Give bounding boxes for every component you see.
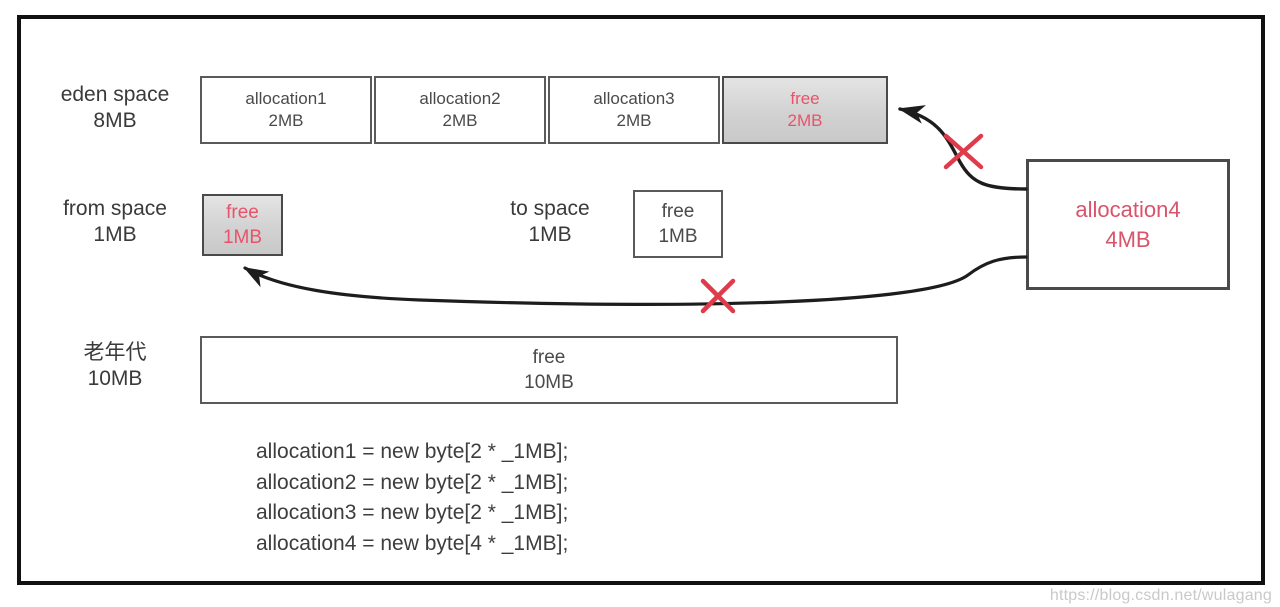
eden-space-label-size: 8MB	[93, 109, 137, 132]
from-space-cell-free[interactable]: free 1MB	[202, 194, 283, 256]
to-space-cell-free-size: 1MB	[658, 226, 698, 247]
from-space-label-name: from space	[63, 197, 167, 220]
old-gen-label-name: 老年代	[83, 341, 147, 364]
from-space-label-size: 1MB	[93, 223, 137, 246]
eden-cell-free-size: 2MB	[787, 111, 823, 130]
to-space-label-size: 1MB	[528, 223, 572, 246]
old-gen-label-size: 10MB	[87, 367, 143, 390]
eden-cell-free[interactable]: free 2MB	[722, 76, 888, 144]
from-space-cell-free-name: free	[226, 202, 259, 223]
code-line-2: allocation2 = new byte[2 * _1MB];	[256, 470, 569, 494]
old-gen-cell-free[interactable]: free 10MB	[200, 336, 898, 404]
eden-cell-allocation2-size: 2MB	[442, 111, 478, 130]
from-space-label: from space 1MB	[40, 196, 190, 248]
eden-cell-allocation2[interactable]: allocation2 2MB	[374, 76, 546, 144]
to-space-label: to space 1MB	[470, 196, 630, 248]
old-gen-label: 老年代 10MB	[40, 340, 190, 392]
from-space-cell-free-size: 1MB	[222, 227, 263, 248]
allocation4-name: allocation4	[1075, 196, 1181, 222]
old-gen-cell-free-name: free	[532, 347, 566, 368]
eden-cell-allocation3-name: allocation3	[593, 89, 675, 108]
eden-cell-allocation2-name: allocation2	[419, 89, 501, 108]
eden-cell-allocation3-size: 2MB	[616, 111, 652, 130]
old-gen-cell-free-size: 10MB	[524, 372, 574, 393]
eden-cell-allocation1[interactable]: allocation1 2MB	[200, 76, 372, 144]
eden-cell-allocation1-size: 2MB	[268, 111, 304, 130]
to-space-cell-free-name: free	[661, 201, 695, 222]
watermark: https://blog.csdn.net/wulagang	[1049, 587, 1272, 604]
allocation4-request-box[interactable]: allocation4 4MB	[1026, 159, 1230, 290]
eden-cell-free-name: free	[790, 89, 820, 108]
code-line-4: allocation4 = new byte[4 * _1MB];	[256, 531, 569, 555]
code-line-3: allocation3 = new byte[2 * _1MB];	[256, 501, 569, 524]
code-listing: allocation1 = new byte[2 * _1MB]; alloca…	[256, 437, 568, 559]
to-space-cell-free[interactable]: free 1MB	[633, 190, 723, 258]
eden-space-label-name: eden space	[60, 83, 170, 106]
eden-cell-allocation1-name: allocation1	[245, 89, 327, 108]
to-space-label-name: to space	[510, 197, 590, 220]
eden-space-label: eden space 8MB	[40, 82, 190, 134]
allocation4-size: 4MB	[1105, 226, 1151, 252]
eden-cell-allocation3[interactable]: allocation3 2MB	[548, 76, 720, 144]
code-line-1: allocation1 = new byte[2 * _1MB];	[256, 440, 569, 463]
